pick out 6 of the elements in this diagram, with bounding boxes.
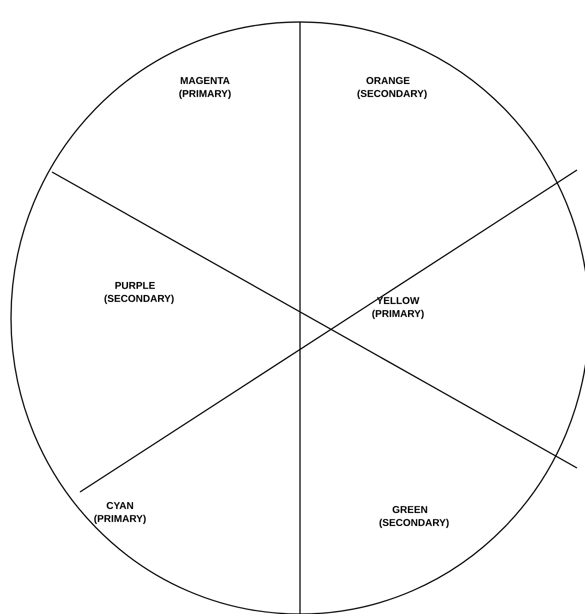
sector-label: YELLOW (PRIMARY) [372, 296, 424, 320]
sector-label: MAGENTA (PRIMARY) [179, 76, 231, 100]
sector-label: ORANGE (SECONDARY) [358, 76, 427, 100]
sector-label: CYAN (PRIMARY) [94, 502, 146, 524]
sector-label: GREEN (SECONDARY) [380, 506, 449, 528]
sector-label: PURPLE (SECONDARY) [104, 282, 174, 304]
